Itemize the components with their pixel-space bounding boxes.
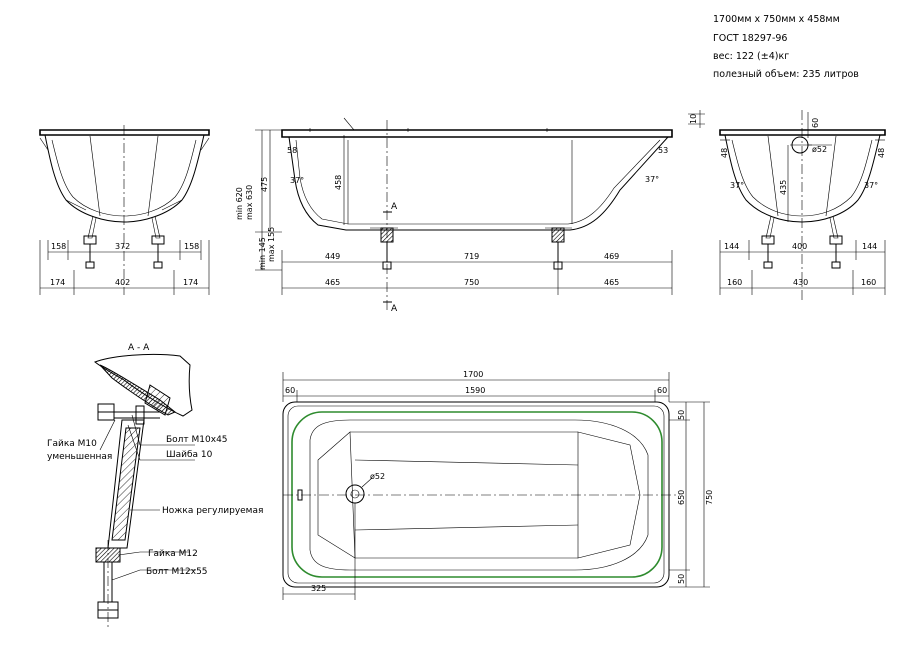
label-bolt-m10: Болт М10x45 <box>166 435 228 445</box>
dim-372: 372 <box>115 242 130 251</box>
spec-weight: вес: 122 (±4)кг <box>713 51 789 62</box>
dim-458: 458 <box>334 175 343 190</box>
dim-right-48-left: 48 <box>720 148 729 158</box>
front-view: 58 53 37° 37° 458 A A min 620 max 630 47… <box>235 117 673 314</box>
section-mark-bottom: A <box>391 304 398 314</box>
dim-174-left: 174 <box>50 278 65 287</box>
dim-158-left: 158 <box>51 242 66 251</box>
dim-plan-dia52: ø52 <box>370 472 385 481</box>
spec-gost: ГОСТ 18297-96 <box>713 33 787 44</box>
dim-right-dia52: ø52 <box>812 145 827 154</box>
section-mark-top: A <box>391 202 398 212</box>
label-nut-m10: Гайка М10 <box>47 439 97 449</box>
right-end-view: ø52 60 10 48 48 37° 37° 435 <box>688 110 886 300</box>
label-leg: Ножка регулируемая <box>162 506 263 516</box>
dim-465-right: 465 <box>604 278 619 287</box>
dim-430: 430 <box>793 278 808 287</box>
dim-plan-1700: 1700 <box>463 370 483 379</box>
dim-right-small: 10 <box>689 114 698 124</box>
dim-front-37-right: 37° <box>645 175 659 184</box>
dim-plan-325: 325 <box>311 584 326 593</box>
dim-719: 719 <box>464 252 479 261</box>
dim-min-145: min 145 <box>258 237 267 270</box>
dim-right-37-left: 37° <box>730 181 744 190</box>
dim-plan-50-bottom: 50 <box>677 574 686 584</box>
dim-465-left: 465 <box>325 278 340 287</box>
dim-144-right: 144 <box>862 242 877 251</box>
dim-right-48-right: 48 <box>877 148 886 158</box>
dim-right-37-right: 37° <box>864 181 878 190</box>
spec-volume: полезный объем: 235 литров <box>713 69 859 80</box>
dim-front-37-left: 37° <box>290 176 304 185</box>
dim-plan-650: 650 <box>677 490 686 505</box>
dim-469: 469 <box>604 252 619 261</box>
dim-174-right: 174 <box>183 278 198 287</box>
specs-block: 1700мм x 750мм x 458мм ГОСТ 18297-96 вес… <box>713 14 859 80</box>
dim-right-60: 60 <box>811 118 820 128</box>
dim-158-right: 158 <box>184 242 199 251</box>
label-nut-m10-sub: уменьшенная <box>47 452 112 462</box>
plan-view: ø52 1700 60 1590 60 50 650 50 750 325 <box>282 370 714 600</box>
dim-min-620: min 620 <box>235 187 244 220</box>
leg-detail-section: A - A Гайка М10 уменьшенная Болт М10x4 <box>47 343 263 630</box>
dim-750: 750 <box>464 278 479 287</box>
label-nut-m12: Гайка М12 <box>148 549 198 559</box>
label-washer: Шайба 10 <box>166 450 213 460</box>
label-bolt-m12: Болт М12x55 <box>146 567 208 577</box>
dim-plan-60-left: 60 <box>285 386 295 395</box>
left-end-view: 158 372 158 174 402 174 <box>39 125 210 295</box>
dim-plan-60-right: 60 <box>657 386 667 395</box>
dim-plan-1590: 1590 <box>465 386 485 395</box>
dim-plan-50-top: 50 <box>677 410 686 420</box>
dim-160-left: 160 <box>727 278 742 287</box>
dim-front-53: 53 <box>658 146 668 155</box>
dim-400: 400 <box>792 242 807 251</box>
dim-144-left: 144 <box>724 242 739 251</box>
dim-402: 402 <box>115 278 130 287</box>
dim-160-right: 160 <box>861 278 876 287</box>
dim-front-58: 58 <box>287 146 297 155</box>
section-aa-label: A - A <box>128 343 150 353</box>
dim-max-630: max 630 <box>245 185 254 220</box>
dim-449: 449 <box>325 252 340 261</box>
spec-size: 1700мм x 750мм x 458мм <box>713 14 840 25</box>
dim-plan-750: 750 <box>705 490 714 505</box>
dim-435: 435 <box>779 180 788 195</box>
dim-475: 475 <box>260 177 269 192</box>
dim-max-155: max 155 <box>267 227 276 262</box>
